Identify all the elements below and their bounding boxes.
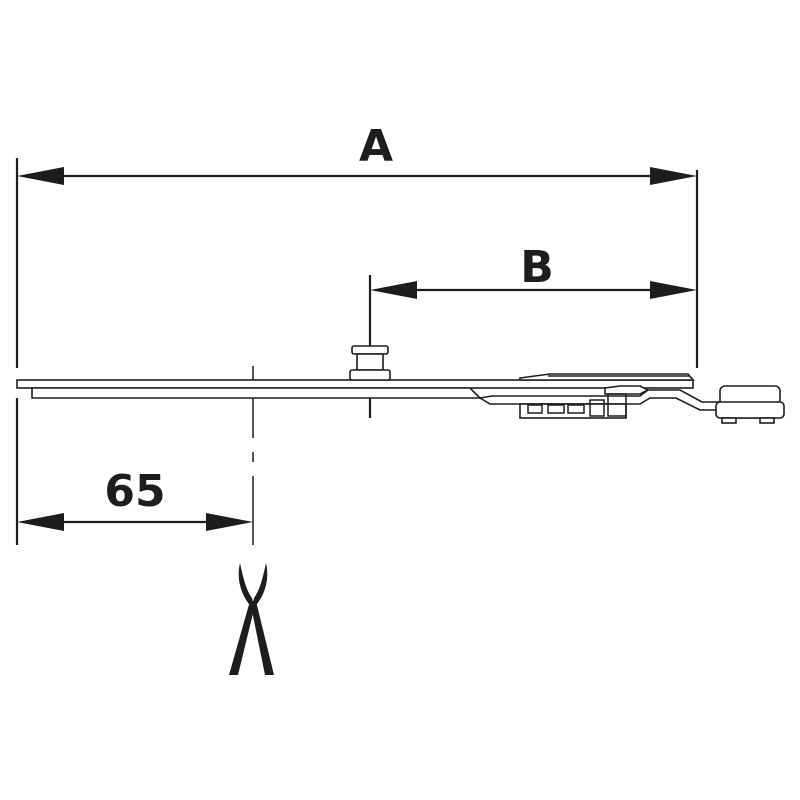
scissors-icon bbox=[229, 563, 274, 675]
slider-plate bbox=[519, 373, 695, 381]
arrow-cut-left bbox=[17, 513, 64, 531]
arrow-cut-right bbox=[206, 513, 253, 531]
slider-shoe bbox=[604, 385, 650, 395]
arrow-a-right bbox=[650, 167, 697, 185]
arrow-a-left bbox=[17, 167, 64, 185]
end-fixing-plate bbox=[715, 385, 785, 424]
arrow-b-right bbox=[650, 281, 697, 299]
dimension-cut-length: 65 bbox=[15, 366, 254, 545]
pivot-rivet bbox=[349, 345, 391, 381]
dimension-a: A bbox=[15, 121, 699, 368]
arrow-b-left bbox=[370, 281, 417, 299]
main-bar bbox=[16, 379, 694, 389]
lower-strip bbox=[31, 387, 482, 399]
guide-block bbox=[519, 393, 627, 419]
dimension-label-a: A bbox=[359, 121, 393, 172]
dimension-b: B bbox=[368, 242, 697, 418]
stay-arm-part bbox=[16, 345, 785, 424]
dimension-label-65: 65 bbox=[104, 466, 165, 517]
dimension-label-b: B bbox=[520, 242, 554, 293]
